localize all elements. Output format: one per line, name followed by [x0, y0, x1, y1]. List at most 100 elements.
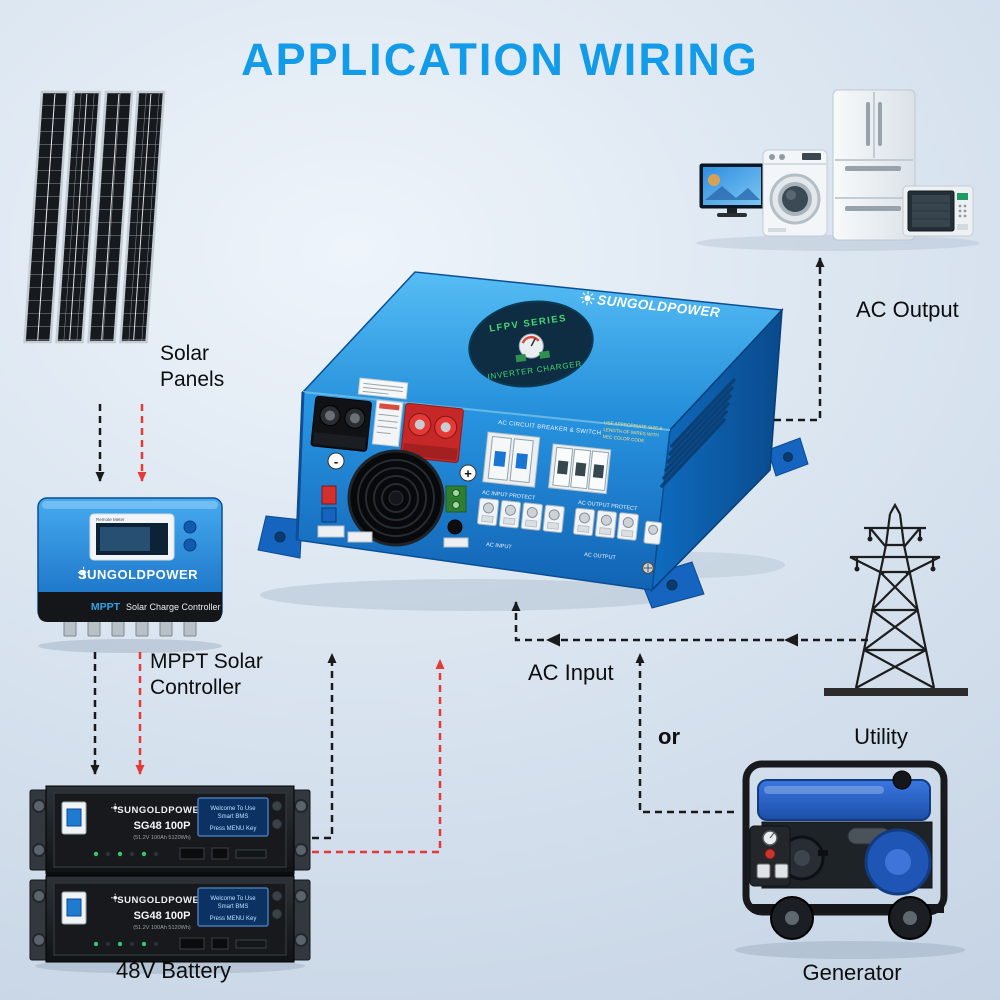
battery-unit: SUNGOLDPOWER SG48 100P (51.2V 100Ah 5120…: [29, 875, 311, 963]
side-vents-icon: [660, 378, 736, 488]
wires: [90, 257, 868, 854]
microwave: [902, 185, 974, 237]
battery-button: [271, 890, 283, 902]
sun-logo-icon: [110, 893, 120, 903]
sun-logo-icon: [580, 291, 595, 306]
ac-outlet: [774, 863, 789, 879]
controller-model-prefix: MPPT: [91, 601, 121, 613]
ac-output-bottom-label: AC OUTPUT: [584, 552, 617, 561]
plus-mark: [459, 464, 477, 482]
ac-output-label: AC Output: [856, 297, 959, 322]
ac-input-arrowhead: [546, 633, 560, 647]
appliances: [696, 89, 980, 251]
wire-battery-inverter-positive: [312, 659, 445, 854]
minus-mark: [327, 452, 345, 470]
comm-terminal: [443, 485, 469, 548]
svg-text:NEC COLOR CODE: NEC COLOR CODE: [602, 434, 644, 443]
svg-text:Press MENU Key: Press MENU Key: [210, 826, 257, 832]
ground-screw-icon: [641, 561, 655, 575]
washing-machine: [762, 149, 828, 237]
solar-array: [23, 90, 166, 344]
battery-button: [271, 908, 283, 920]
wire-ac-output: [774, 257, 825, 422]
spec-sticker: [357, 377, 409, 400]
battery-indicators: [93, 937, 267, 950]
svg-text:Smart BMS: Smart BMS: [218, 814, 249, 820]
sun-logo-icon: [77, 566, 90, 579]
aux-terminal: [643, 520, 663, 545]
utility-label: Utility: [854, 724, 908, 749]
ac-input-arrowhead: [784, 633, 798, 647]
controller-terminals: [63, 619, 197, 637]
battery-stack: SUNGOLDPOWER SG48 100P (51.2V 100Ah 5120…: [29, 785, 311, 974]
ac-input-label: AC Input: [528, 660, 614, 685]
svg-text:LENGTH OF WIRES WITH: LENGTH OF WIRES WITH: [603, 427, 659, 438]
controller-brand-text: SUNGOLDPOWER: [78, 567, 198, 582]
ac-input-terminals: [476, 497, 565, 534]
generator: [735, 760, 965, 959]
generator-label: Generator: [802, 960, 902, 985]
tower-base: [824, 688, 968, 696]
ac-output-terminals: [572, 507, 639, 541]
battery-unit: SUNGOLDPOWER SG48 100P (51.2V 100Ah 5120…: [29, 785, 311, 875]
generator-shadow: [735, 941, 965, 959]
power-knob: [447, 519, 463, 535]
svg-text:Welcome To Use: Welcome To Use: [210, 896, 256, 902]
battery-button: [271, 818, 283, 830]
fuel-cap-icon: [892, 770, 912, 790]
solar-panels-label: Solar Panels: [160, 342, 225, 391]
page-title: APPLICATION WIRING: [241, 34, 759, 85]
controller-button: [183, 538, 197, 552]
controller-model-name: Solar Charge Controller: [126, 602, 221, 612]
ac-breakers: [482, 431, 612, 495]
svg-text:Press MENU Key: Press MENU Key: [210, 916, 257, 922]
wire-generator-ac-input: [635, 653, 734, 814]
inverter-shadow: [260, 579, 680, 611]
fan-icon: [347, 449, 445, 547]
battery-label: 48V Battery: [116, 958, 231, 983]
dc-connectors: [317, 485, 373, 543]
ac-outlet: [756, 863, 771, 879]
control-panel: [749, 825, 791, 887]
battery-indicators: [93, 847, 267, 860]
inverter: LFPV SERIES INVERTER CHARGER SUNGOLDPOWE…: [257, 271, 809, 611]
sun-logo-icon: [110, 803, 120, 813]
warning-card: [371, 399, 404, 448]
wiring-note: USE APPROPRIATE SIZE & LENGTH OF WIRES W…: [602, 420, 663, 443]
ac-input-protect-label: AC INPUT PROTECT: [482, 490, 536, 502]
controller-lcd: Remote Meter: [89, 513, 175, 561]
meter-label: Remote Meter: [96, 517, 125, 522]
negative-terminal: [310, 395, 372, 452]
mppt-controller: Remote Meter SUNGOLDPOWER MPPT Solar Cha…: [37, 497, 223, 653]
battery-brand-text: SUNGOLDPOWER: [117, 805, 206, 816]
power-switch: [764, 848, 776, 860]
minus-sign: -: [334, 454, 338, 469]
svg-text:Smart BMS: Smart BMS: [218, 904, 249, 910]
battery-model-text: SG48 100P: [134, 910, 191, 922]
controller-button: [183, 520, 197, 534]
controller-shadow: [38, 639, 222, 653]
wire-ac-input: [511, 601, 868, 642]
or-label: or: [658, 724, 680, 749]
wire-battery-inverter-negative: [312, 653, 337, 840]
controller-base: [38, 592, 222, 622]
generator-tank: [757, 779, 931, 821]
utility-tower: [824, 502, 968, 696]
battery-spec-text: (51.2V 100Ah 5120Wh): [133, 835, 191, 841]
battery-brand-text: SUNGOLDPOWER: [117, 895, 206, 906]
wire-arrowheads: [546, 633, 798, 647]
battery-lcd: Welcome To Use Smart BMS Press MENU Key: [197, 887, 269, 927]
refrigerator: [832, 89, 916, 241]
svg-text:Welcome To Use: Welcome To Use: [210, 806, 256, 812]
svg-text:USE APPROPRIATE SIZE &: USE APPROPRIATE SIZE &: [604, 420, 663, 431]
tv: [699, 163, 765, 217]
battery-lcd: Welcome To Use Smart BMS Press MENU Key: [197, 797, 269, 837]
battery-spec-text: (51.2V 100Ah 5120Wh): [133, 925, 191, 931]
plus-sign: +: [464, 466, 472, 481]
battery-button: [271, 800, 283, 812]
inverter-badge: LFPV SERIES INVERTER CHARGER: [468, 300, 594, 388]
ac-input-bottom-label: AC INPUT: [486, 542, 513, 551]
battery-model-text: SG48 100P: [134, 820, 191, 832]
